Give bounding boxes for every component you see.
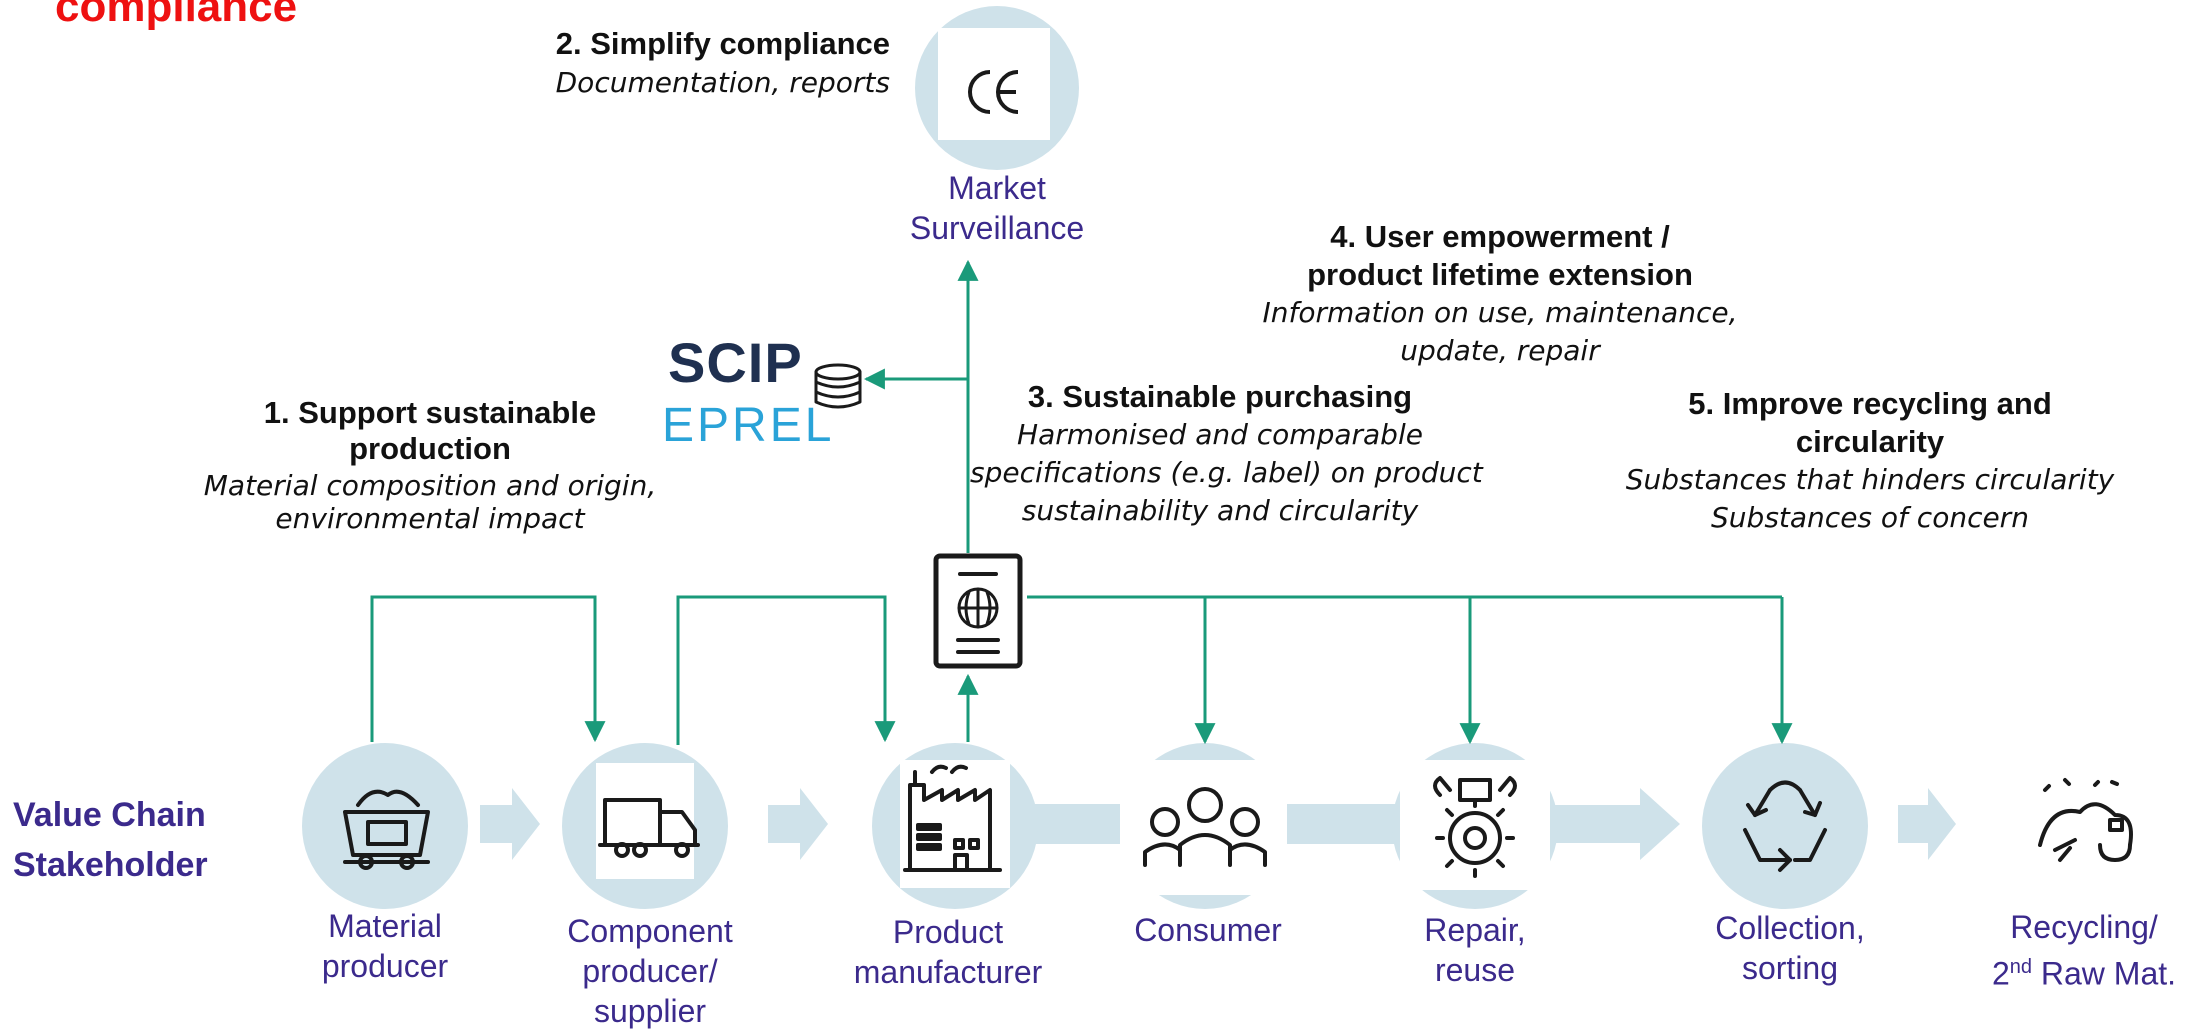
mine-cart-icon [343, 789, 430, 870]
flow-chevron [1898, 788, 1956, 860]
corner-title: compliance [55, 0, 298, 31]
benefit-3-sub3: sustainability and circularity [1021, 494, 1419, 527]
market-label: Market Surveillance [897, 168, 1097, 248]
benefit-5-line1: 5. Improve recycling and [1688, 386, 2052, 421]
passport-icon [933, 553, 1023, 669]
stage-label-line: Material [328, 908, 442, 944]
repair-gear-icon [1433, 776, 1517, 878]
icon-tile [938, 28, 1050, 140]
ce-mark-icon [968, 70, 1019, 114]
benefit-1-line1: 1. Support sustainable [263, 395, 597, 430]
stage-circle-collection [1702, 743, 1868, 909]
stage-flow-chevrons [480, 788, 1956, 860]
stage-label-line: manufacturer [853, 954, 1043, 990]
benefit-1: 1. Support sustainable production Materi… [180, 395, 680, 535]
benefit-3-line1: 3. Sustainable purchasing [1027, 379, 1413, 414]
stage-label-line: Consumer [1134, 912, 1282, 948]
flow-chevron [1545, 788, 1680, 860]
stage-label-line: supplier [593, 993, 707, 1029]
stage-label-repair: Repair, reuse [1375, 910, 1575, 990]
stage-label-line: Product [892, 914, 1004, 950]
stage-label-consumer: Consumer [1108, 910, 1308, 950]
stage-label-line: Recycling/ [2010, 909, 2158, 945]
database-icon [814, 363, 862, 409]
benefit-2-sub: Documentation, reports [555, 66, 890, 99]
recycle-icon [1743, 780, 1827, 872]
stage-label-line: Collection, [1715, 910, 1865, 946]
stage-label-line: reuse [1434, 952, 1516, 988]
stage-label-recycling: Recycling/ 2nd Raw Mat. [1975, 907, 2193, 994]
benefit-4-sub1: Information on use, maintenance, [1262, 296, 1738, 329]
benefit-1-sub2: environmental impact [275, 502, 585, 535]
icon-tile [596, 763, 694, 879]
factory-icon [903, 764, 1002, 872]
stage-label-manufacturer: Product manufacturer [838, 912, 1058, 992]
people-icon [1143, 787, 1267, 867]
benefit-3-sub1: Harmonised and comparable [1017, 418, 1423, 451]
benefit-1-line2: production [349, 431, 511, 466]
stage-label-line: Repair, [1424, 912, 1526, 948]
benefit-1-sub1: Material composition and origin, [203, 469, 657, 502]
stage-label-collection: Collection, sorting [1690, 908, 1890, 988]
benefit-3: 3. Sustainable purchasing Harmonised and… [970, 378, 1483, 530]
eprel-logo: EPREL [662, 399, 835, 452]
benefit-5-sub1: Substances that hinders circularity [1625, 463, 2115, 496]
benefit-2-heading: 2. Simplify compliance [555, 26, 890, 61]
benefit-3-sub2: specifications (e.g. label) on product [970, 456, 1483, 489]
raw-mat-text: Raw Mat. [2032, 955, 2177, 992]
value-chain-label: Value Chain Stakeholder [13, 790, 208, 890]
value-chain-line2: Stakeholder [13, 846, 208, 884]
stage-label-line: producer/ [582, 953, 718, 989]
stage-label-line: producer [321, 948, 449, 984]
flow-chevron [480, 788, 540, 860]
stage-label-line: sorting [1741, 950, 1839, 986]
market-label-line1: Market [948, 170, 1046, 206]
market-label-line2: Surveillance [909, 210, 1085, 246]
benefit-4: 4. User empowerment / product lifetime e… [1260, 218, 1740, 370]
benefit-5-sub2: Substances of concern [1711, 501, 2029, 534]
truck-icon [598, 798, 700, 858]
benefit-5-line2: circularity [1795, 424, 1945, 459]
connector-material-to-component [370, 595, 606, 743]
stage-label-line-2: 2nd Raw Mat. [1975, 947, 2193, 994]
stage-label-component: Component producer/ supplier [540, 911, 760, 1031]
raw-material-icon [2038, 778, 2133, 862]
connector-component-to-manufacturer [676, 595, 896, 745]
icon-tile [1122, 760, 1287, 895]
stage-label-material: Material producer [285, 906, 485, 986]
scip-logo: SCIP [668, 331, 803, 394]
raw-mat-ordinal: 2 [1991, 955, 2010, 992]
flow-chevron [768, 788, 828, 860]
benefit-5: 5. Improve recycling and circularity Sub… [1610, 385, 2130, 537]
benefit-4-line2: product lifetime extension [1307, 257, 1693, 292]
benefit-4-line1: 4. User empowerment / [1330, 219, 1670, 254]
flow-band [1285, 804, 1395, 844]
stage-circle-material [302, 743, 468, 909]
stage-label-line: Component [567, 913, 733, 949]
benefit-4-sub2: update, repair [1400, 334, 1600, 367]
raw-mat-ordinal-suffix: nd [2009, 956, 2032, 978]
value-chain-line1: Value Chain [13, 796, 206, 834]
